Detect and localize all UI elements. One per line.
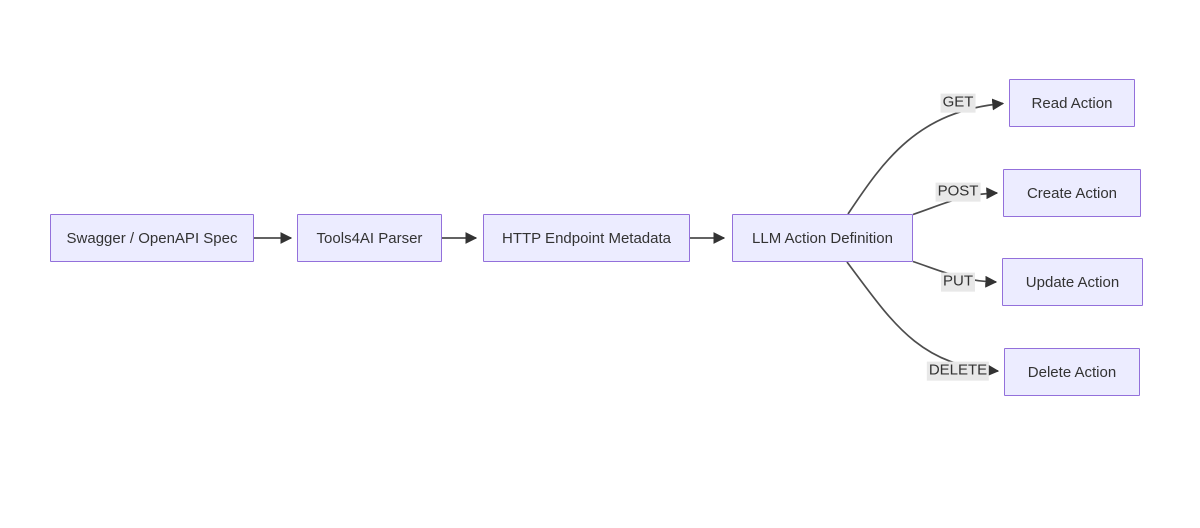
edge-label-put: PUT [941, 272, 975, 292]
node-update-action: Update Action [1002, 258, 1143, 306]
edge-label-post: POST [935, 182, 981, 202]
edge-label-get: GET [940, 93, 976, 113]
node-llm-action-definition: LLM Action Definition [732, 214, 913, 262]
edge-llm-delete [846, 261, 1000, 377]
node-read-action: Read Action [1009, 79, 1135, 127]
node-delete-action: Delete Action [1004, 348, 1140, 396]
edge-label-delete: DELETE [926, 361, 990, 381]
node-swagger-openapi-spec: Swagger / OpenAPI Spec [50, 214, 254, 262]
node-create-action: Create Action [1003, 169, 1141, 217]
node-http-endpoint-metadata: HTTP Endpoint Metadata [483, 214, 690, 262]
node-tools4ai-parser: Tools4AI Parser [297, 214, 442, 262]
